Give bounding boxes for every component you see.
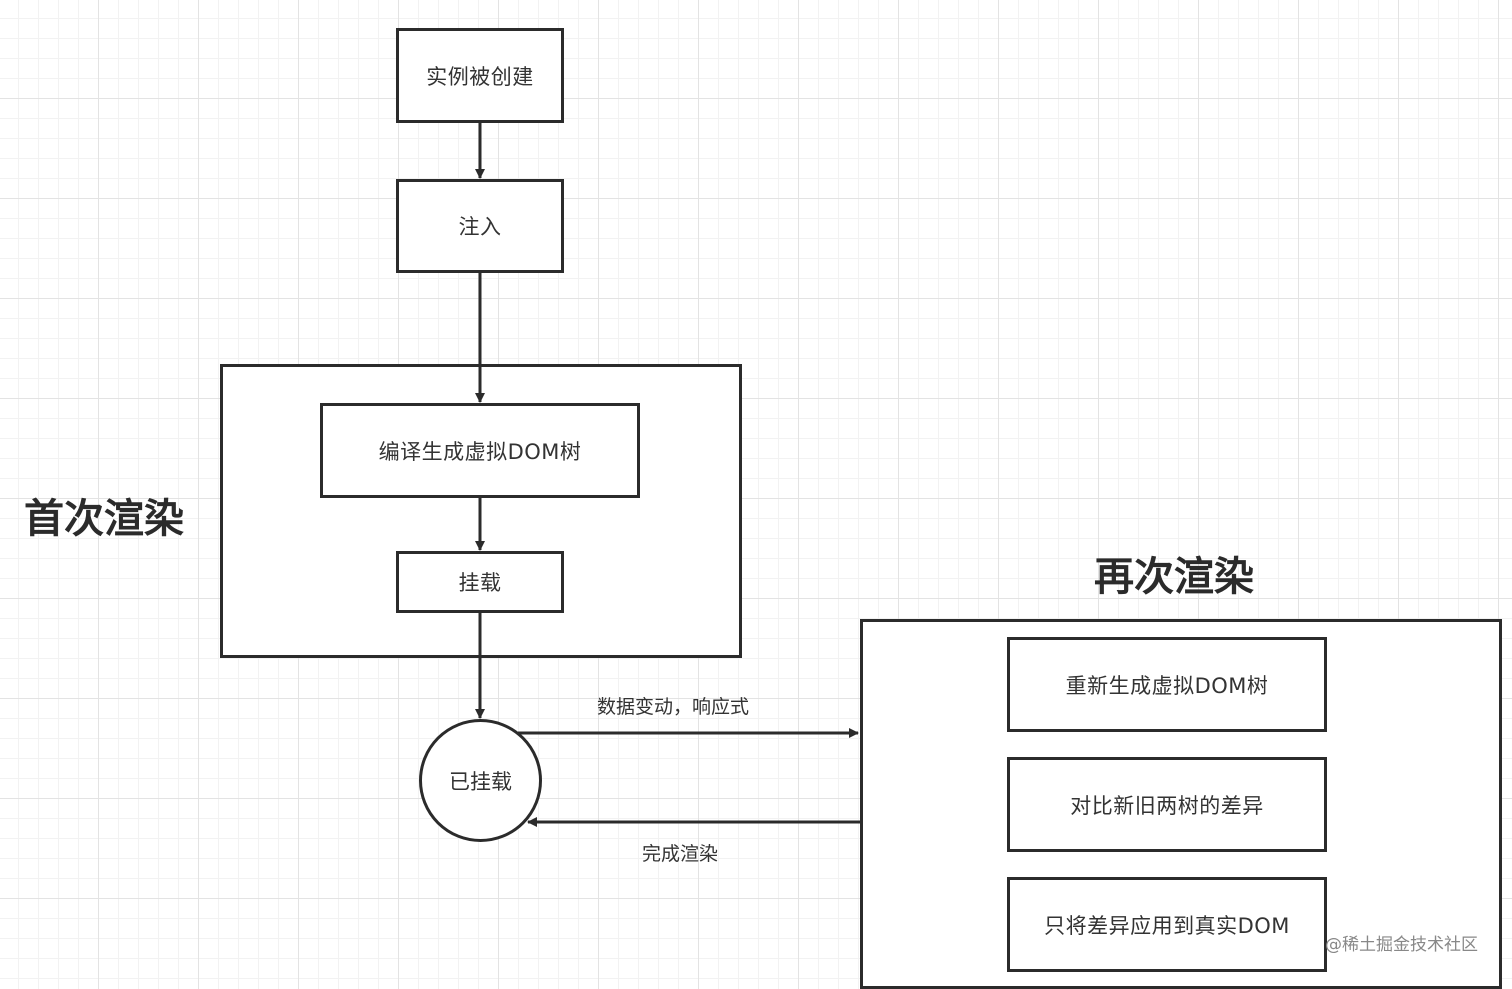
group-label-re-render: 再次渲染: [1094, 554, 1254, 600]
node-diff-trees-label: 对比新旧两树的差异: [1070, 793, 1264, 818]
node-apply-diff: 只将差异应用到真实DOM: [1007, 877, 1327, 972]
group-label-first-render: 首次渲染: [24, 496, 184, 542]
edge-label-data-change: 数据变动，响应式: [597, 696, 750, 718]
node-regenerate-vdom-label: 重新生成虚拟DOM树: [1065, 673, 1269, 698]
node-inject: 注入: [396, 179, 564, 273]
edge-label-render-done: 完成渲染: [642, 843, 719, 865]
node-regenerate-vdom: 重新生成虚拟DOM树: [1007, 637, 1327, 732]
node-compile-vdom-label: 编译生成虚拟DOM树: [378, 439, 582, 464]
node-instance-created: 实例被创建: [396, 28, 564, 123]
node-inject-label: 注入: [458, 215, 502, 239]
node-mounted: 已挂载: [419, 719, 542, 842]
node-diff-trees: 对比新旧两树的差异: [1007, 757, 1327, 852]
node-mount: 挂载: [396, 551, 564, 613]
node-compile-vdom: 编译生成虚拟DOM树: [320, 403, 640, 498]
node-mounted-label: 已挂载: [449, 769, 512, 794]
watermark-text: @稀土掘金技术社区: [1325, 935, 1478, 955]
node-instance-created-label: 实例被创建: [426, 64, 534, 89]
node-mount-label: 挂载: [458, 571, 502, 595]
node-apply-diff-label: 只将差异应用到真实DOM: [1044, 913, 1290, 938]
